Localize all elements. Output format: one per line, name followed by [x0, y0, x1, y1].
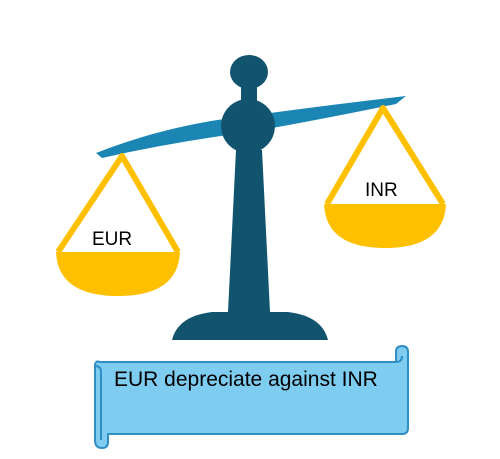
scale-pivot-hub	[221, 99, 275, 153]
right-pan-label: INR	[365, 180, 398, 201]
left-pan-label: EUR	[92, 229, 132, 250]
right-pan	[324, 204, 446, 248]
banner-caption: EUR depreciate against INR	[114, 368, 378, 391]
scale-column	[228, 150, 270, 312]
right-pan-ropes	[324, 105, 446, 206]
scale-top-knob	[230, 55, 268, 89]
left-pan-ropes	[55, 153, 181, 254]
scale-base	[172, 312, 328, 340]
scale-neck	[241, 84, 257, 104]
scroll-banner	[94, 345, 409, 449]
left-pan	[56, 252, 180, 296]
